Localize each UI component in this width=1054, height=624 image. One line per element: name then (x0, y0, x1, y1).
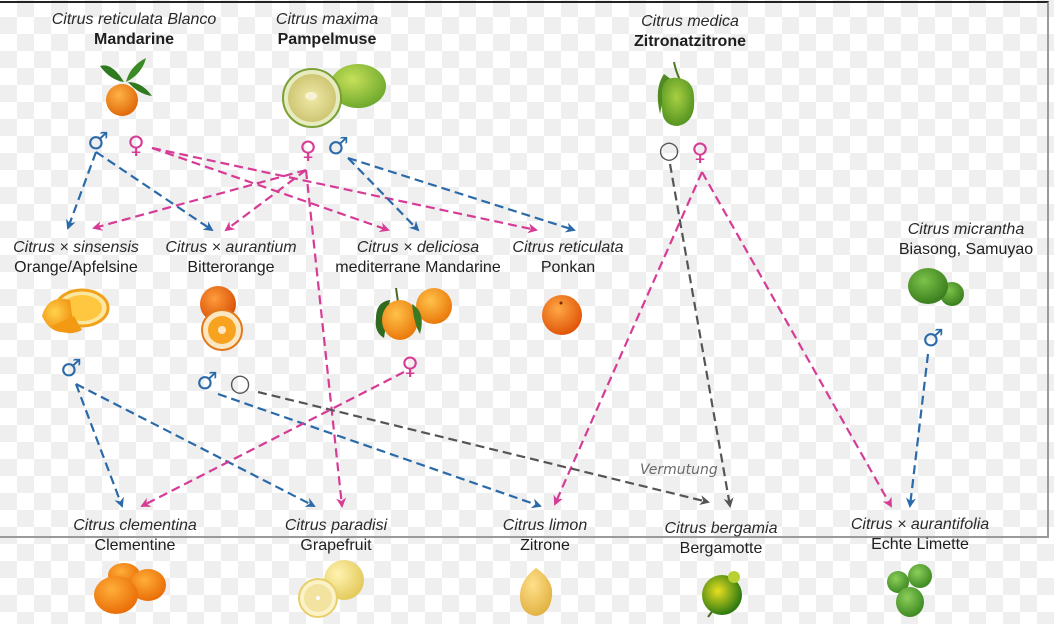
node-pampelmuse: Citrus maxima Pampelmuse (276, 10, 378, 50)
scientific-name: Citrus limon (502, 517, 588, 534)
mediterranean-mandarin-icon (375, 287, 452, 340)
mandarin-icon (100, 58, 152, 116)
node-micrantha: Citrus micrantha Biasong, Samuyao (899, 220, 1033, 260)
node-grapefruit: Citrus paradisi Grapefruit (285, 516, 387, 556)
arrow-micrantha-to-limette (905, 353, 930, 508)
arrow-bitterorange-to-zitrone (217, 392, 542, 509)
female-symbol: ♀ (401, 352, 419, 380)
node-deliciosa: Citrus × deliciosa mediterrane Mandarine (335, 238, 500, 278)
node-bitterorange: Citrus × aurantium Bitterorange (165, 238, 296, 278)
arrow-mandarine-to-orange (66, 151, 98, 230)
arrow-mandarine-to-ponkan (151, 146, 538, 234)
male-symbol: ♂ (87, 127, 109, 155)
node-zitrone: Citrus limon Zitrone (503, 516, 587, 556)
node-clementine: Citrus clementina Clementine (73, 516, 197, 556)
bergamot-icon (702, 571, 742, 618)
arrow-pampelmuse-to-deliciosa (347, 157, 420, 232)
arrow-pampelmuse-to-ponkan (347, 156, 576, 233)
arrow-pampelmuse-to-orange (92, 168, 307, 231)
common-name: Orange/Apfelsine (14, 259, 138, 276)
male-symbol: ♂ (327, 132, 349, 160)
scientific-name: Citrus micrantha (907, 221, 1025, 238)
scientific-name: Citrus clementina (73, 517, 197, 534)
arrow-deliciosa-to-clementine (140, 371, 405, 507)
grapefruit-icon (298, 560, 364, 618)
male-symbol: ♂ (922, 324, 944, 352)
common-name: Ponkan (540, 259, 596, 276)
common-name: Clementine (94, 537, 176, 554)
scientific-name: Citrus × aurantifolia (850, 516, 990, 533)
common-name: Biasong, Samuyao (898, 241, 1034, 258)
micrantha-icon (908, 268, 964, 306)
scientific-name: Citrus maxima (275, 11, 379, 28)
scientific-name: Citrus reticulata Blanco (51, 11, 217, 28)
lime-icon (887, 564, 932, 617)
common-name: Pampelmuse (277, 31, 377, 48)
common-name: Zitrone (520, 537, 570, 554)
node-mandarine: Citrus reticulata Blanco Mandarine (52, 10, 217, 50)
orange-icon (42, 288, 110, 334)
bitter-orange-icon (200, 286, 243, 351)
arrow-orange-to-clementine (74, 383, 124, 508)
scientific-name: Citrus × sinsensis (13, 239, 139, 256)
common-name: Zitronatzitrone (634, 33, 746, 50)
scientific-name: Citrus medica (641, 13, 739, 30)
scientific-name: Citrus bergamia (664, 520, 778, 537)
scientific-name: Citrus × aurantium (165, 239, 297, 256)
lemon-icon (520, 568, 553, 616)
node-bergamotte: Citrus bergamia Bergamotte (665, 519, 778, 559)
node-limette: Citrus × aurantifolia Echte Limette (851, 515, 989, 555)
unknown-symbol: ○ (658, 136, 680, 164)
annotation-vermutung: Vermutung (640, 462, 718, 478)
common-name: Mandarine (93, 31, 175, 48)
common-name: Echte Limette (871, 536, 969, 553)
female-symbol: ♀ (691, 138, 709, 166)
citron-icon (657, 61, 695, 126)
node-ponkan: Citrus reticulata Ponkan (512, 238, 623, 278)
arrow-orange-to-grapefruit (75, 383, 316, 507)
common-name: Bergamotte (679, 540, 763, 557)
node-zitronatzitrone: Citrus medica Zitronatzitrone (634, 12, 746, 52)
ponkan-icon (542, 295, 582, 335)
scientific-name: Citrus paradisi (284, 517, 388, 534)
arrow-pampelmuse-to-grapefruit (304, 169, 347, 508)
pomelo-icon (282, 64, 386, 128)
unknown-symbol: ○ (229, 369, 251, 397)
arrow-zitronatzitrone-to-bergamotte (668, 163, 734, 508)
arrow-pampelmuse-to-bitterorange (224, 169, 307, 232)
female-symbol: ♀ (127, 131, 145, 159)
clementine-icon (94, 563, 166, 614)
arrow-bitterorange-to-bergamotte (257, 390, 710, 505)
arrow-zitronatzitrone-to-limette (701, 171, 892, 508)
common-name: Bitterorange (187, 259, 275, 276)
arrow-zitronatzitrone-to-zitrone (553, 171, 704, 506)
arrow-mandarine-to-bitterorange (95, 151, 214, 232)
male-symbol: ♂ (196, 367, 218, 395)
scientific-name: Citrus × deliciosa (356, 239, 480, 256)
female-symbol: ♀ (299, 136, 317, 164)
node-orange: Citrus × sinsensis Orange/Apfelsine (13, 238, 139, 278)
common-name: Grapefruit (300, 537, 372, 554)
male-symbol: ♂ (60, 354, 82, 382)
scientific-name: Citrus reticulata (512, 239, 624, 256)
common-name: mediterrane Mandarine (335, 259, 501, 276)
